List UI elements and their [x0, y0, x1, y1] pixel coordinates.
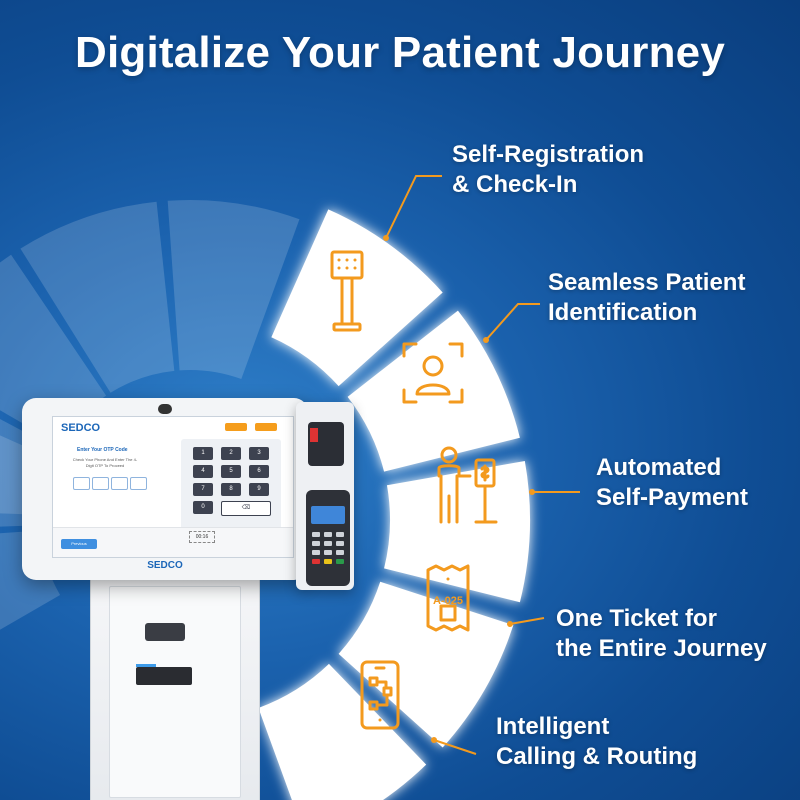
key-5[interactable]: 5 [221, 465, 241, 478]
payment-key[interactable] [336, 541, 344, 546]
kiosk-stand-icon [330, 250, 364, 332]
feature-label-line2: & Check-In [452, 171, 578, 198]
card-payment-terminal[interactable] [306, 490, 350, 586]
brand-logo: SEDCO [61, 422, 101, 434]
feature-label-self-registration: Self-Registration & Check-In [452, 140, 644, 200]
previous-button[interactable]: Previous [61, 539, 97, 549]
ticket-printer-slot [136, 667, 192, 685]
kiosk-screen: SEDCO Enter Your OTP Code Check Your Pho… [52, 416, 294, 558]
payment-terminal-screen [311, 506, 345, 524]
phone-routing-icon [360, 660, 400, 730]
feature-label-line1: One Ticket for [556, 605, 717, 632]
otp-digit-field[interactable] [92, 477, 109, 490]
feature-label-line2: Self-Payment [596, 484, 749, 511]
feature-wedge [271, 209, 443, 387]
face-scan-icon [402, 342, 464, 404]
payment-key[interactable] [312, 550, 320, 555]
kiosk-front-panel [109, 586, 241, 798]
page-title: Digitalize Your Patient Journey [74, 28, 726, 77]
payment-key[interactable] [324, 559, 332, 564]
card-slot [145, 623, 185, 641]
otp-digit-field[interactable] [111, 477, 128, 490]
camera-icon [158, 404, 172, 414]
feature-label-line1: Intelligent [496, 713, 610, 740]
feature-label-line1: Automated [596, 454, 722, 481]
ticket-number: A-025 [433, 595, 463, 607]
leader-line [509, 617, 545, 625]
leader-line [385, 175, 442, 239]
leader-dot [507, 621, 513, 627]
ticket-icon [426, 564, 470, 632]
key-9[interactable]: 9 [249, 483, 269, 496]
leader-lines [383, 175, 580, 755]
otp-subtitle: Check Your Phone And Enter The 4-Digit O… [72, 457, 138, 468]
backspace-key[interactable]: ⌫ [221, 501, 271, 516]
language-button[interactable] [225, 423, 247, 431]
otp-digit-field[interactable] [130, 477, 147, 490]
otp-digit-field[interactable] [73, 477, 90, 490]
otp-timer: 00:16 [189, 531, 215, 543]
numeric-keypad: 1 2 3 4 5 6 7 8 9 0 ⌫ [181, 439, 281, 533]
feature-wedge [258, 663, 427, 800]
feature-wedge [384, 460, 531, 603]
leader-line [485, 303, 540, 341]
faded-ring-segment [0, 530, 61, 630]
kiosk-brand-label: SEDCO [147, 560, 183, 571]
faded-ring-segment [20, 201, 175, 393]
kiosk-side-module [296, 402, 354, 590]
payment-key[interactable] [336, 532, 344, 537]
feature-label-patient-identification: Seamless Patient Identification [548, 268, 745, 328]
faded-ring-segment [167, 200, 300, 380]
scanner-light [310, 428, 318, 442]
payment-key[interactable] [324, 541, 332, 546]
payment-key[interactable] [312, 541, 320, 546]
key-4[interactable]: 4 [193, 465, 213, 478]
key-6[interactable]: 6 [249, 465, 269, 478]
payment-key[interactable] [324, 532, 332, 537]
key-2[interactable]: 2 [221, 447, 241, 460]
feature-label-line1: Seamless Patient [548, 269, 746, 296]
otp-title: Enter Your OTP Code [77, 447, 128, 453]
feature-label-self-payment: Automated Self-Payment [596, 453, 748, 513]
feature-wedge [338, 581, 514, 748]
payment-key[interactable] [312, 559, 320, 564]
key-0[interactable]: 0 [193, 501, 213, 514]
payment-key[interactable] [324, 550, 332, 555]
key-3[interactable]: 3 [249, 447, 269, 460]
payment-key[interactable] [336, 550, 344, 555]
leader-dot [431, 737, 437, 743]
feature-label-line2: Identification [548, 299, 698, 326]
leader-dot [383, 235, 389, 241]
feature-label-line1: Self-Registration [452, 141, 645, 168]
leader-dot [483, 337, 489, 343]
feature-label-line2: the Entire Journey [556, 635, 767, 662]
kiosk-head: SEDCO Enter Your OTP Code Check Your Pho… [22, 398, 308, 580]
feature-label-calling-routing: Intelligent Calling & Routing [496, 712, 697, 772]
key-7[interactable]: 7 [193, 483, 213, 496]
payment-key[interactable] [312, 532, 320, 537]
payment-key[interactable] [336, 559, 344, 564]
printer-led [136, 664, 156, 667]
leader-line [433, 739, 477, 755]
feature-wedge [347, 310, 520, 472]
feature-label-one-ticket: One Ticket for the Entire Journey [556, 604, 767, 664]
feature-label-line2: Calling & Routing [496, 743, 698, 770]
kiosk-pedestal [90, 580, 260, 800]
person-payment-kiosk-icon [437, 446, 498, 524]
key-8[interactable]: 8 [221, 483, 241, 496]
leader-dot [529, 489, 535, 495]
faded-ring-segment [0, 254, 107, 445]
feature-wedges [258, 209, 531, 800]
key-1[interactable]: 1 [193, 447, 213, 460]
help-button[interactable] [255, 423, 277, 431]
